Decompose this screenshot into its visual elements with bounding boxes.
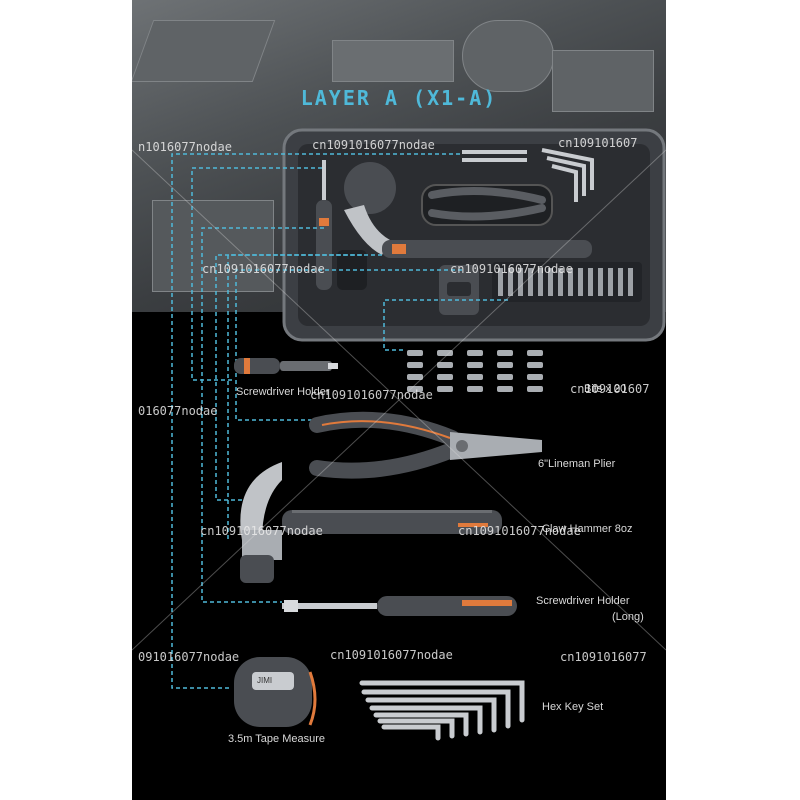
watermark-text: cn1091016077nodae — [312, 138, 435, 152]
case-hammer — [344, 162, 592, 258]
claw-hammer — [240, 462, 502, 583]
label-hammer: Claw Hammer 8oz — [542, 523, 633, 535]
label-screwdriver-long-suffix: (Long) — [612, 611, 644, 623]
product-poster: LAYER A (X1-A) — [132, 0, 666, 800]
case-plier — [421, 184, 553, 226]
watermark-diagonals — [132, 149, 666, 651]
label-screwdriver-long: Screwdriver Holder — [536, 595, 630, 607]
hex-key-set — [359, 680, 525, 741]
watermark-text: cn1091016077nodae — [450, 262, 573, 276]
machine-part — [552, 50, 654, 112]
machine-part — [332, 40, 454, 82]
machine-part — [462, 20, 554, 92]
screwdriver-holder-short — [234, 358, 338, 374]
label-plier: 6"Lineman Plier — [538, 458, 616, 470]
label-screwdriver-holder: Screwdriver Holder — [236, 386, 330, 398]
bits-grid — [407, 350, 543, 392]
watermark-text: cn1091016077nodae — [458, 524, 581, 538]
watermark-text-partial: n1016077nodae — [138, 140, 232, 154]
lineman-plier — [309, 411, 542, 479]
watermark-text-partial: 091016077nodae — [138, 650, 240, 664]
label-hex-key: Hex Key Set — [542, 701, 604, 713]
watermark-text: cn1091016077nodae — [310, 388, 433, 402]
label-bits: Bits x 20 — [584, 383, 627, 395]
watermark-text-partial: cn1091016077 — [560, 650, 647, 664]
label-tape: 3.5m Tape Measure — [228, 733, 326, 745]
leader-lines — [171, 153, 508, 689]
tool-illustration — [132, 128, 666, 741]
case-bits — [492, 262, 642, 302]
watermark-text: cn1091016077nodae — [200, 524, 323, 538]
case-hex-keys — [462, 148, 594, 202]
case-screwdriver — [316, 160, 332, 290]
tape-measure — [234, 657, 317, 727]
case-small-holder — [337, 250, 367, 290]
watermark-text: cn1091016077nodae — [330, 648, 453, 662]
watermark-text-partial: 016077nodae — [138, 404, 218, 418]
tool-case — [282, 128, 666, 342]
tape-brand-logo: JIMI — [257, 676, 273, 685]
watermark-text-partial: cn109101607 — [558, 136, 638, 150]
screwdriver-holder-long — [282, 596, 517, 616]
watermark-text: cn1091016077nodae — [202, 262, 325, 276]
watermark-text-partial: cn109101607 — [570, 382, 650, 396]
layer-title: LAYER A (X1-A) — [300, 86, 498, 110]
